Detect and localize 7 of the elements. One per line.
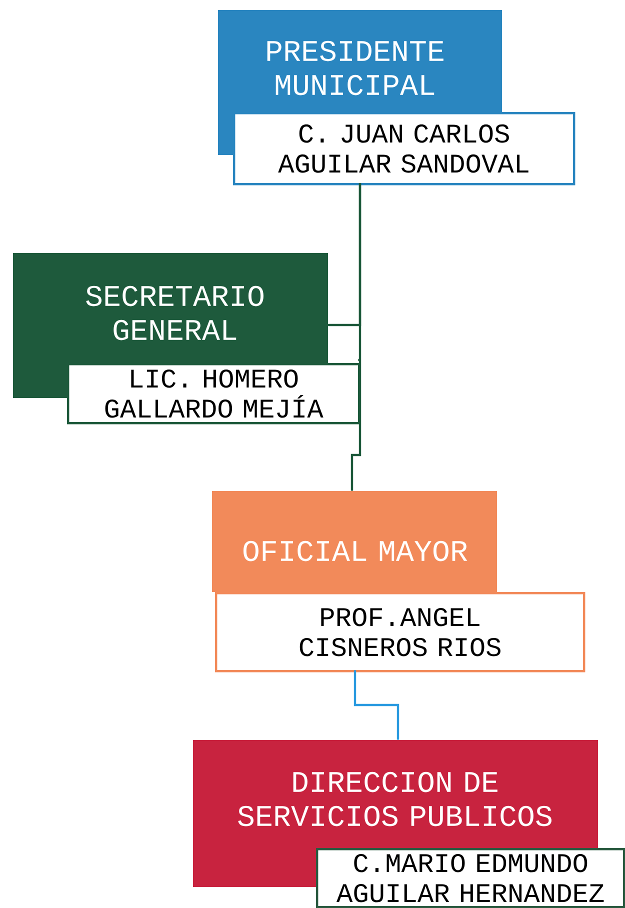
connector	[354, 670, 400, 740]
name-box: C. JUAN CARLOS AGUILAR SANDOVAL	[233, 112, 576, 186]
connector	[350, 183, 362, 491]
title-box: OFICIAL MAYOR	[212, 491, 497, 592]
name-box: PROF.ANGEL CISNEROS RIOS	[215, 592, 586, 672]
name-box: C.MARIO EDMUNDO AGUILAR HERNANDEZ	[316, 848, 625, 908]
name-box: LIC. HOMERO GALLARDO MEJÍA	[67, 363, 360, 424]
